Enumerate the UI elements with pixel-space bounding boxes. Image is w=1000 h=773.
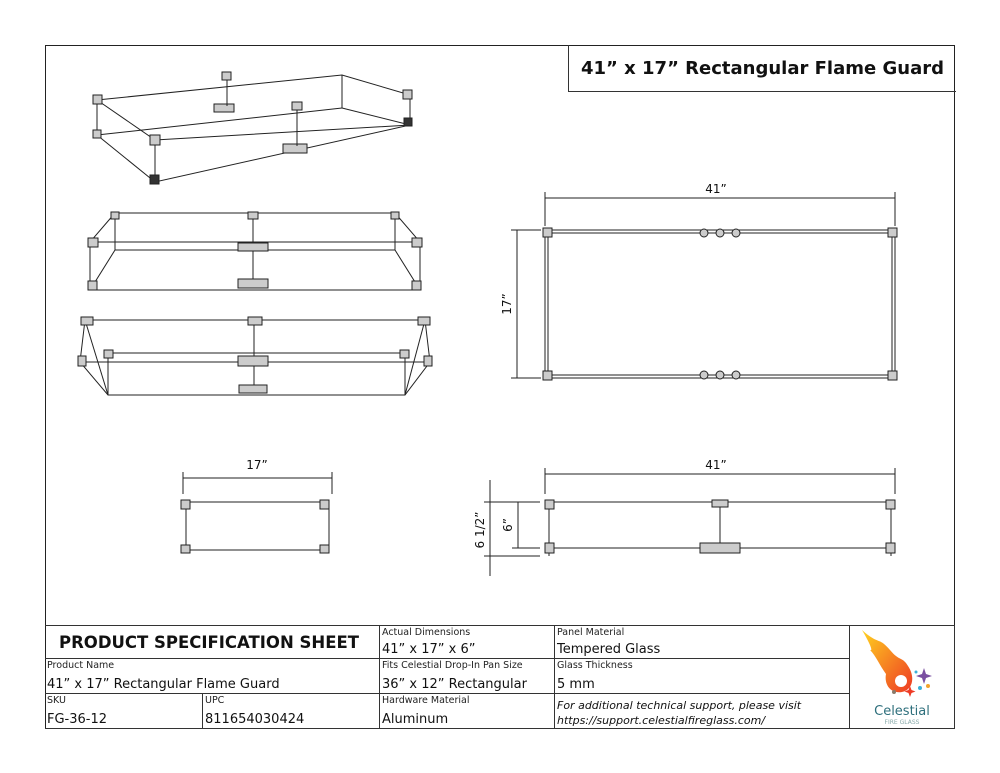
end-width-dim: 17” <box>246 458 268 472</box>
pan-size-label: Fits Celestial Drop-In Pan Size <box>382 660 523 671</box>
front-view <box>484 468 896 576</box>
upc: 811654030424 <box>205 712 305 727</box>
logo-sub: FIRE GLASS <box>884 719 920 726</box>
flame-logo-icon <box>862 630 932 697</box>
hardware: Aluminum <box>382 712 449 727</box>
product-name-label: Product Name <box>47 660 115 671</box>
logo-name: Celestial <box>874 704 930 719</box>
panel-material-label: Panel Material <box>557 627 625 638</box>
celestial-logo: Celestial FIRE GLASS <box>850 626 955 729</box>
front-width-dim: 41” <box>705 458 727 472</box>
hardware-label: Hardware Material <box>382 695 470 706</box>
spec-heading: PRODUCT SPECIFICATION SHEET <box>59 633 359 652</box>
perspective-view-1 <box>87 211 423 291</box>
top-depth-dim: 17” <box>500 293 514 315</box>
overall-height-dim: 6 1/2” <box>473 512 487 549</box>
product-name: 41” x 17” Rectangular Flame Guard <box>47 677 280 692</box>
pan-size: 36” x 12” Rectangular <box>382 677 527 692</box>
actual-dimensions-label: Actual Dimensions <box>382 627 471 638</box>
perspective-view-2 <box>77 316 433 396</box>
sku: FG-36-12 <box>47 712 108 727</box>
top-width-dim: 41” <box>705 182 727 196</box>
thickness: 5 mm <box>557 677 595 692</box>
end-view <box>180 472 333 554</box>
actual-dimensions: 41” x 17” x 6” <box>382 642 476 657</box>
panel-material: Tempered Glass <box>557 642 661 657</box>
sku-label: SKU <box>47 695 66 706</box>
support-text: For additional technical support, please… <box>557 699 802 712</box>
isometric-view <box>92 71 413 185</box>
support-link[interactable]: https://support.celestialfireglass.com/ <box>557 714 766 727</box>
panel-height-dim: 6” <box>501 518 515 532</box>
thickness-label: Glass Thickness <box>557 660 633 671</box>
upc-label: UPC <box>205 695 225 706</box>
page-title: 41” x 17” Rectangular Flame Guard <box>568 45 956 92</box>
spec-table: PRODUCT SPECIFICATION SHEET Product Name… <box>45 625 955 729</box>
top-view <box>511 192 898 381</box>
